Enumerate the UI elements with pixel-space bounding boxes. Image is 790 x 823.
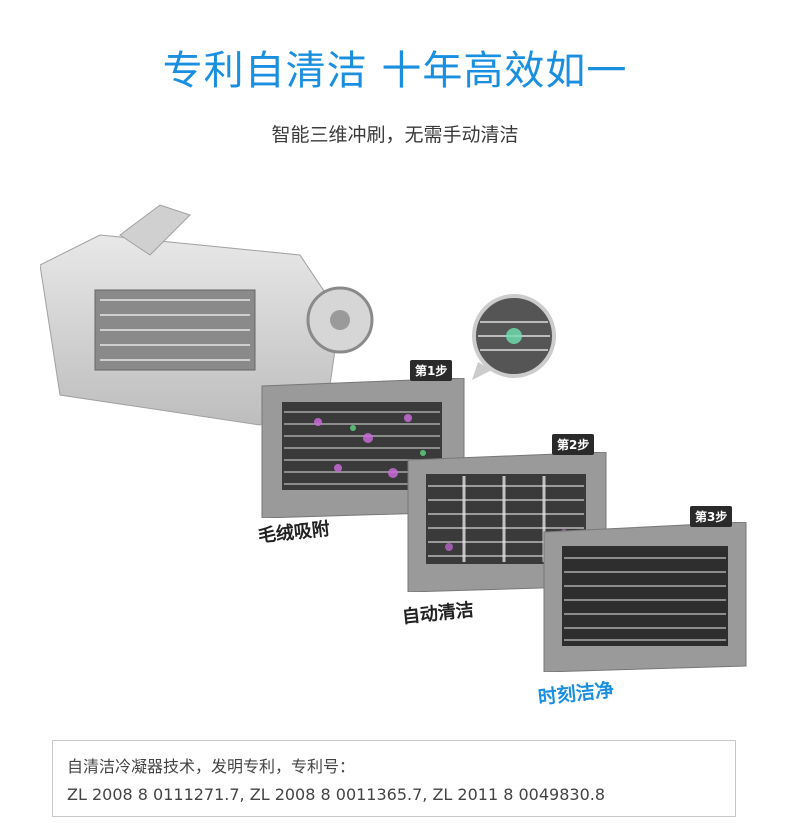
step-3-label: 时刻洁净 — [537, 679, 615, 709]
page-subtitle: 智能三维冲刷，无需手动清洁 — [271, 124, 519, 146]
patent-description: 自清洁冷凝器技术，发明专利，专利号： — [67, 757, 356, 776]
step-3-badge: 第3步 — [690, 506, 733, 527]
step-1-badge: 第1步 — [410, 360, 453, 381]
patent-numbers: ZL 2008 8 0111271.7, ZL 2008 8 0011365.7… — [67, 785, 606, 804]
step-2-label: 自动清洁 — [401, 599, 475, 628]
page-title: 专利自清洁 十年高效如一 — [162, 48, 628, 94]
dehumidifier-machine-image — [40, 204, 374, 426]
step-3-filter-panel: 第3步 — [540, 506, 750, 672]
magnified-view-icon — [472, 294, 556, 380]
step-2-badge: 第2步 — [552, 434, 595, 455]
step-1-label: 毛绒吸附 — [257, 518, 331, 547]
patent-info-box: 自清洁冷凝器技术，发明专利，专利号： ZL 2008 8 0111271.7, … — [52, 740, 736, 817]
